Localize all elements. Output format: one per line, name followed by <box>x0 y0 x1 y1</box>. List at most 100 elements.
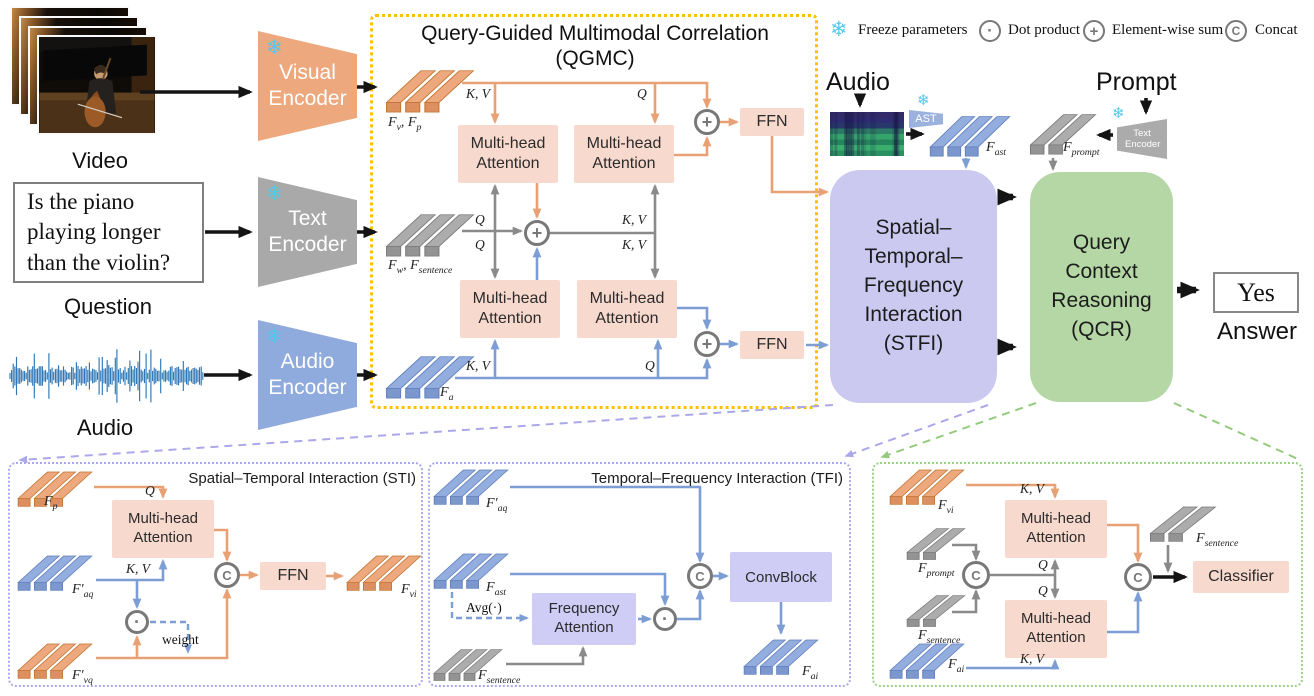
question-box: Is the piano playing longer than the vio… <box>13 182 204 283</box>
tfi-bars-fsentence <box>432 646 504 682</box>
qcr-line: (QCR) <box>1071 317 1132 341</box>
mha-label: Multi-head Attention <box>472 290 548 327</box>
freeze-icon: ❄ <box>266 183 283 205</box>
q-label: Q <box>145 483 155 498</box>
mha-label: Multi-head Attention <box>127 510 199 546</box>
kv-label: K, V <box>622 212 647 227</box>
qcr-line: Query <box>1072 231 1131 255</box>
answer-value: Yes <box>1237 277 1275 307</box>
feature-bars-prompt <box>1028 110 1098 156</box>
stfi-line: Temporal– <box>864 245 963 269</box>
q-label: Q <box>645 358 655 373</box>
sti-bars-fp <box>16 468 94 508</box>
mha-audio-text: Multi-head Attention <box>577 280 677 338</box>
kv-label: K, V <box>1020 481 1045 496</box>
kv-label: K, V <box>1020 651 1045 666</box>
qcrd-fai-label: Fai <box>948 657 965 675</box>
video-label: Video <box>72 148 128 173</box>
freeze-icon: ❄ <box>1112 105 1125 122</box>
freeze-icon: ❄ <box>917 92 930 109</box>
tfi-bars-faq <box>432 466 510 506</box>
q-label: Q <box>1038 583 1048 598</box>
question-text-line: Is the piano <box>27 188 135 214</box>
legend-dot-label: Dot product <box>1008 22 1081 38</box>
mha-visual-text: Multi-head Attention <box>458 125 558 183</box>
prompt-text-encoder-label: Text Encoder <box>1125 127 1161 150</box>
ffn-label: FFN <box>756 113 788 130</box>
qcrd-fvi-label: Fvi <box>938 498 954 516</box>
qgmc-subtitle: (QGMC) <box>555 47 635 70</box>
qcrd-fsentence-label: Fsentence <box>918 628 961 646</box>
stfi-line: Spatial– <box>875 216 952 240</box>
q-label: Q <box>1038 557 1048 572</box>
stfi-detail-connector-right <box>844 404 989 458</box>
sti-bars-fvi <box>345 552 423 592</box>
tfi-bars-fast <box>432 550 510 590</box>
mha-text-visual: Multi-head Attention <box>574 125 674 183</box>
stfi-box: Spatial– Temporal– Frequency Interaction… <box>830 170 997 403</box>
stfi-line: Interaction <box>864 302 963 326</box>
question-text-line: than the violin? <box>27 249 171 275</box>
prompt-text-encoder: Text Encoder <box>1117 119 1167 159</box>
ast-encoder: AST <box>909 110 943 128</box>
qcr-detail-box <box>872 462 1303 687</box>
feature-bars-text <box>384 210 476 258</box>
audio-label: Audio <box>76 415 134 440</box>
concat-icon: C <box>1225 20 1247 42</box>
concat-icon: C <box>214 562 240 588</box>
sti-box <box>8 462 423 687</box>
visual-encoder-label: Visual Encoder <box>268 60 347 110</box>
prompt-label: Prompt <box>1096 68 1177 96</box>
feat-visual-label: Fv, Fp <box>388 115 422 133</box>
qcrd-bars-fai <box>888 640 966 680</box>
sti-faq-label: F′aq <box>72 582 94 600</box>
feature-bars-audio <box>384 352 476 400</box>
audio-right-label: Audio <box>826 68 890 96</box>
tfi-convblock: ConvBlock <box>730 552 832 602</box>
stfi-line: (STFI) <box>883 331 944 355</box>
feat-ast-label: Fast <box>986 140 1006 158</box>
dot-product-icon: · <box>653 607 677 631</box>
tfi-frequency-attention: Frequency Attention <box>532 593 636 645</box>
mha-label: Multi-head Attention <box>589 290 665 327</box>
visual-encoder: Visual Encoder <box>258 31 357 141</box>
tfi-title: Temporal–Frequency Interaction (TFI) <box>591 470 843 487</box>
qcrd-bars-fprompt <box>905 525 967 561</box>
tfi-bars-fai <box>742 636 820 676</box>
tfi-fsentence-label: Fsentence <box>478 668 521 686</box>
tfi-faq-label: F′aq <box>486 496 508 514</box>
sti-bars-faq <box>16 552 94 592</box>
kv-label: K, V <box>466 86 491 101</box>
ffn-label: FFN <box>756 336 788 353</box>
element-wise-sum-icon: + <box>694 109 720 135</box>
feature-bars-ast <box>928 112 1012 158</box>
tfi-fast-label: Fast <box>486 580 506 598</box>
q-label: Q <box>475 237 485 252</box>
qcr-box: Query Context Reasoning (QCR) <box>1030 172 1173 402</box>
mha-label: Multi-head Attention <box>470 135 546 172</box>
tfi-box <box>428 462 851 687</box>
kv-label: K, V <box>622 237 647 252</box>
cellist-photo <box>39 37 155 133</box>
dot-product-icon: · <box>979 20 1001 42</box>
qcrd-fprompt-label: Fprompt <box>918 561 955 579</box>
q-label: Q <box>475 212 485 227</box>
feat-text-label: Fw, Fsentence <box>388 258 453 276</box>
sti-ffn: FFN <box>260 562 326 590</box>
audio-waveform <box>8 345 204 407</box>
sti-weight-label: weight <box>162 632 199 647</box>
qcrd-classifier: Classifier <box>1193 561 1289 593</box>
ast-label: AST <box>915 113 937 125</box>
sti-mha: Multi-head Attention <box>112 500 214 558</box>
spectrogram <box>830 112 904 157</box>
dot-product-icon: · <box>125 610 149 634</box>
sti-fvq-label: F′vq <box>72 668 93 686</box>
feat-audio-label: Fa <box>440 385 454 403</box>
qcr-line: Context <box>1065 260 1138 284</box>
ffn-visual: FFN <box>740 108 804 136</box>
question-text-line: playing longer <box>27 219 161 245</box>
feature-bars-visual <box>384 66 476 114</box>
element-wise-sum-icon: + <box>1083 20 1105 42</box>
kv-label: K, V <box>466 358 491 373</box>
